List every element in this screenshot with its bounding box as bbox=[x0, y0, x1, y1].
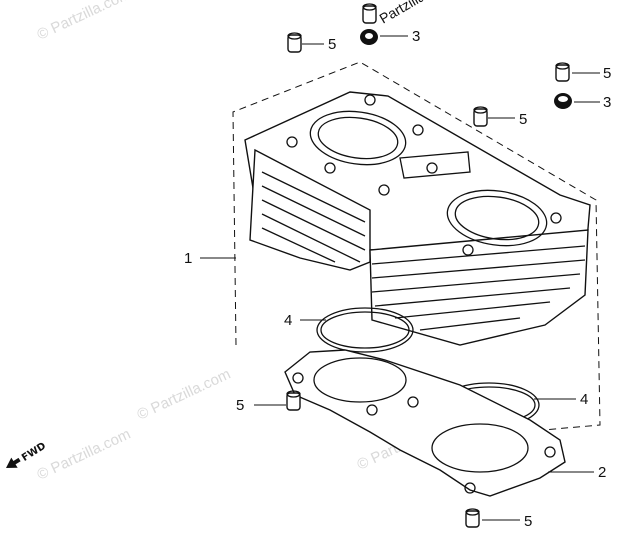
callout-5-top-right: 5 bbox=[603, 65, 611, 82]
callout-3-top: 3 bbox=[412, 28, 420, 45]
callout-1: 1 bbox=[184, 250, 192, 267]
watermark-top-fragment: Partzilla bbox=[377, 0, 428, 27]
dowel-pin-bottom bbox=[465, 508, 480, 528]
dowel-pin-top-right bbox=[555, 62, 570, 82]
watermark-bottom-left: © Partzilla.com bbox=[35, 426, 134, 484]
forward-arrow-icon bbox=[6, 457, 21, 468]
forward-label: FWD bbox=[20, 441, 48, 464]
dowel-pin-top bbox=[362, 3, 377, 24]
callout-5-left: 5 bbox=[236, 397, 244, 414]
leader-lines bbox=[200, 35, 600, 521]
base-gasket bbox=[284, 349, 566, 497]
dowel-pin-top-left bbox=[287, 32, 302, 53]
seals bbox=[360, 29, 572, 109]
dowel-pin-left bbox=[286, 390, 301, 411]
callout-labels: 1 2 3 3 4 4 5 5 5 5 5 bbox=[184, 28, 611, 530]
callout-4-left: 4 bbox=[284, 312, 292, 329]
dowel-pin-mid bbox=[473, 106, 488, 127]
cylinder-block bbox=[244, 91, 591, 346]
callout-2: 2 bbox=[598, 464, 606, 481]
callout-4-right: 4 bbox=[580, 391, 588, 408]
callout-5-mid: 5 bbox=[519, 111, 527, 128]
assembly-outline-dashed bbox=[232, 61, 601, 433]
seal-top bbox=[360, 29, 378, 45]
watermark-top-left: © Partzilla.com bbox=[35, 0, 134, 44]
callout-5-bottom: 5 bbox=[524, 513, 532, 530]
callout-5-top-left: 5 bbox=[328, 36, 336, 53]
callout-3-right: 3 bbox=[603, 94, 611, 111]
watermark-mid-left: © Partzilla.com bbox=[135, 366, 234, 424]
seal-right bbox=[554, 93, 572, 109]
dowel-pins bbox=[286, 3, 570, 528]
o-ring-left bbox=[316, 307, 414, 353]
